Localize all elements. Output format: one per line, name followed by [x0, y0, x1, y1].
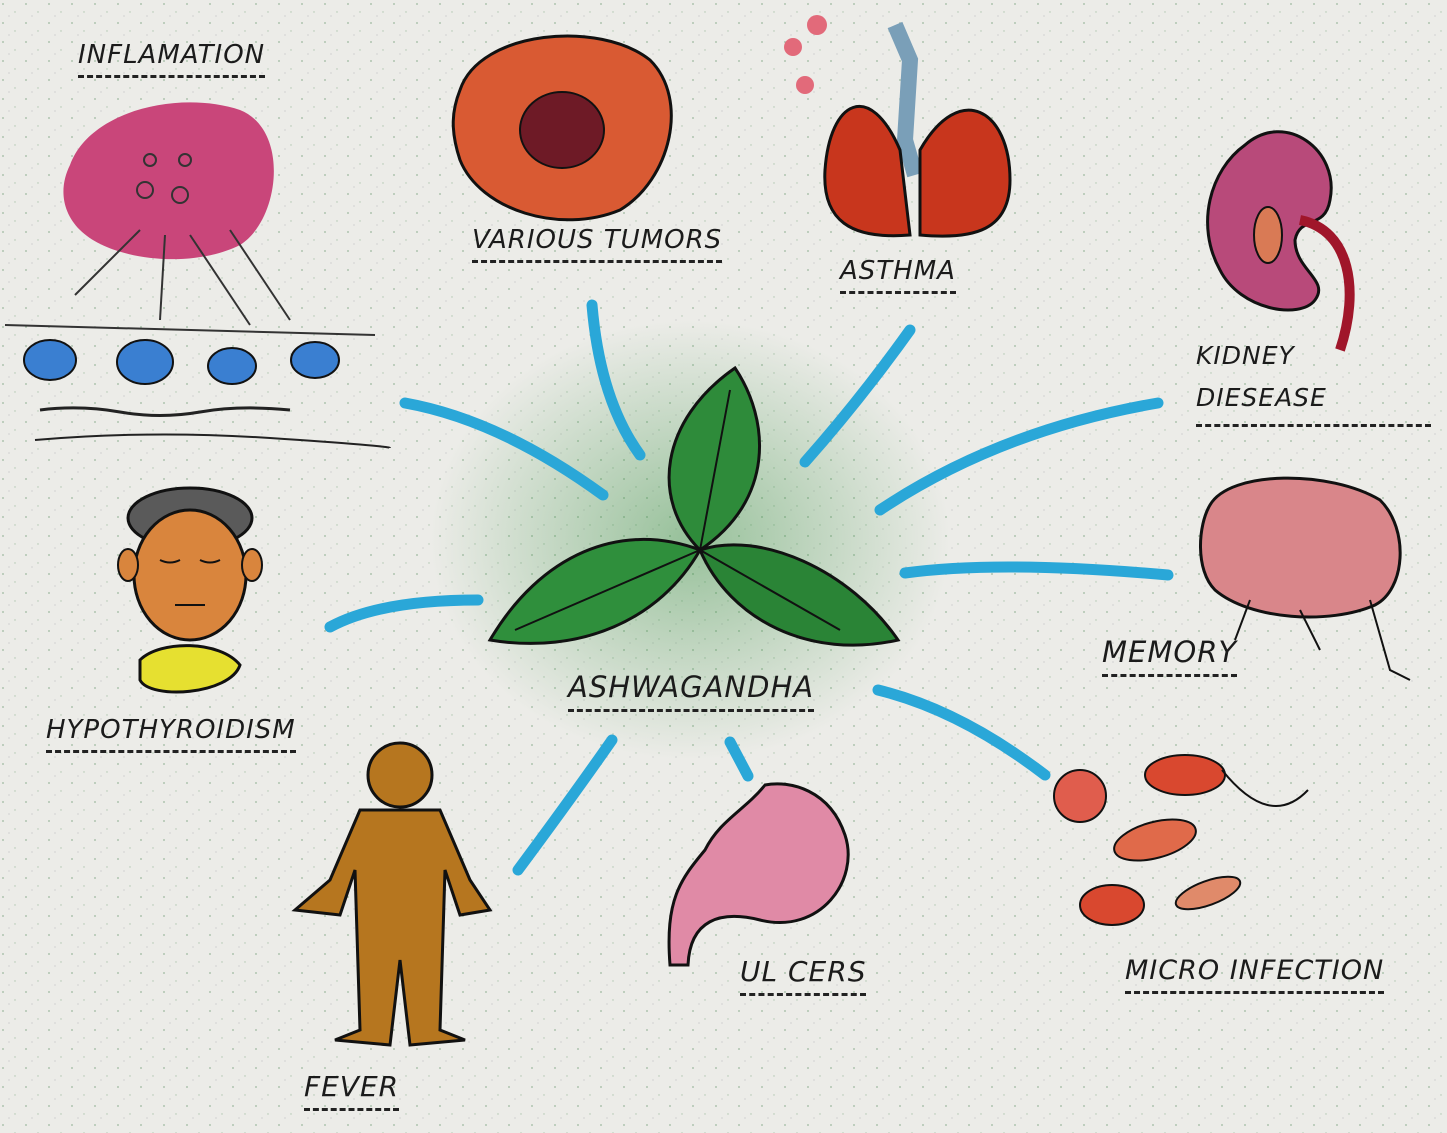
- lung-right: [920, 110, 1010, 236]
- label-asthma: Asthma: [840, 256, 956, 286]
- label-memory: Memory: [1102, 635, 1237, 669]
- label-tumors: Various Tumors: [472, 225, 722, 255]
- label-ulcers: Ul Cers: [740, 955, 866, 988]
- label-kidney: Kidney Diesease: [1196, 335, 1431, 419]
- face: [134, 510, 246, 640]
- label-hypothyroidism: Hypothyroidism: [46, 715, 296, 745]
- label-inflammation: Inflamation: [78, 40, 265, 70]
- center-label: Ashwagandha: [568, 670, 814, 704]
- tumor-illustration: [453, 36, 671, 220]
- label-fever: Fever: [304, 1070, 399, 1103]
- label-infection: Micro Infection: [1125, 955, 1384, 986]
- brain-shape: [1200, 478, 1400, 617]
